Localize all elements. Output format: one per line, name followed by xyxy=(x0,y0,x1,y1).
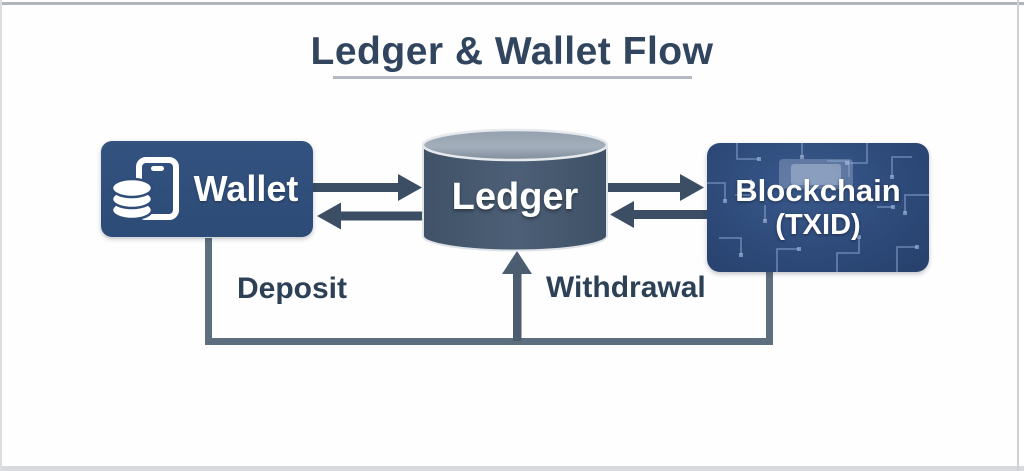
arrow-wallet-to-ledger xyxy=(313,174,422,201)
arrow-blockchain-to-ledger xyxy=(610,201,708,228)
phone-coins-icon xyxy=(110,157,179,221)
circuit-pattern-icon xyxy=(707,143,929,272)
withdrawal-label: Withdrawal xyxy=(546,271,706,304)
arrow-ledger-to-blockchain xyxy=(607,174,704,201)
deposit-withdrawal-connector xyxy=(205,238,773,345)
arrow-ledger-to-wallet xyxy=(317,202,426,230)
node-blockchain: Blockchain (TXID) xyxy=(707,143,929,272)
deposit-label: Deposit xyxy=(237,272,348,305)
ledger-label: Ledger xyxy=(451,176,579,218)
wallet-label: Wallet xyxy=(193,168,299,209)
frame-edge-bottom xyxy=(0,466,1024,471)
frame-edge-right xyxy=(1017,0,1019,471)
arrow-up-to-ledger xyxy=(502,251,532,341)
ledger-cylinder xyxy=(421,128,609,252)
frame-edge-top xyxy=(0,2,1024,5)
node-wallet: Wallet xyxy=(101,141,313,237)
diagram-title: Ledger & Wallet Flow xyxy=(310,30,714,73)
blockchain-label-group: Blockchain (TXID) xyxy=(735,172,901,241)
frame-edge-left xyxy=(0,0,2,471)
blockchain-txid-label: (TXID) xyxy=(775,208,861,241)
blockchain-label: Blockchain xyxy=(735,172,901,208)
title-underline xyxy=(333,76,692,79)
